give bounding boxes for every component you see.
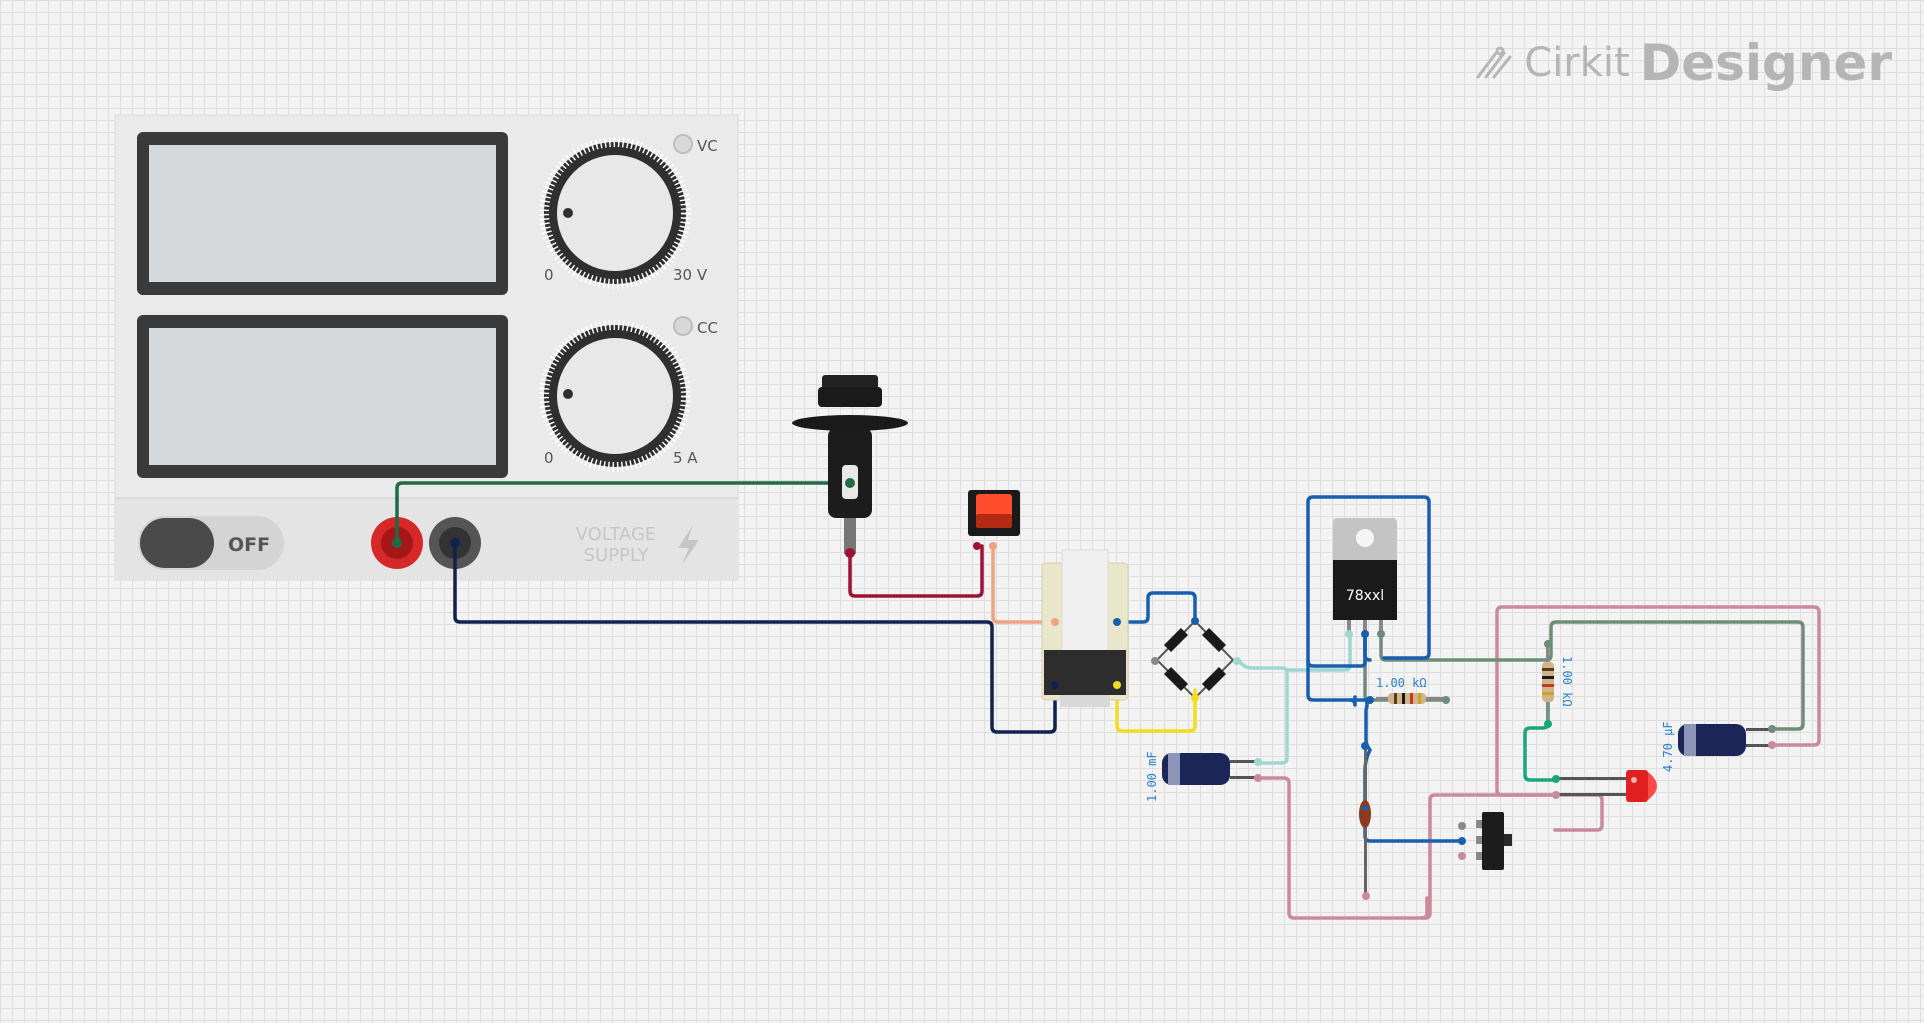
wires [395, 481, 1821, 920]
resistor-1-terminal-2[interactable] [1442, 696, 1450, 704]
transformer-primary-1[interactable] [1051, 618, 1059, 626]
fuse-holder[interactable] [792, 375, 908, 558]
wire-yellow[interactable] [1115, 683, 1197, 733]
potentiometer-terminal-2[interactable] [1362, 892, 1370, 900]
rocker-switch[interactable] [968, 490, 1020, 550]
resistor-1-terminal-1[interactable] [1366, 696, 1374, 704]
diode-4 [1201, 666, 1227, 692]
current-display [149, 328, 496, 465]
wire-pink-loop[interactable] [1495, 605, 1821, 797]
capacitor-2-value: 4.70 µF [1661, 721, 1675, 772]
resistor-1-value: 1.00 kΩ [1376, 676, 1427, 690]
wire-pink-switch[interactable] [1420, 793, 1604, 920]
regulator-label: 78xxl [1346, 588, 1384, 604]
brand-text-supply: SUPPLY [584, 545, 650, 566]
diode-3 [1163, 666, 1189, 692]
wire-green[interactable] [395, 481, 852, 545]
capacitor-2-negative[interactable] [1768, 741, 1776, 749]
regulator-adjust-pin[interactable] [1361, 630, 1369, 638]
bridge-terminal-ac2[interactable] [1191, 694, 1199, 702]
potentiometer-terminal-1[interactable] [1361, 742, 1369, 750]
red-led[interactable] [1552, 770, 1657, 802]
resistor-2-terminal-1[interactable] [1544, 640, 1552, 648]
diode-1 [1163, 627, 1189, 653]
resistor-1[interactable]: 1.00 kΩ [1366, 676, 1450, 704]
vc-indicator-led [673, 134, 693, 154]
dc-power-supply[interactable]: VC CC 0 30 V 0 5 A OFF VOLTAGE SUPPLY [114, 114, 739, 581]
current-min-label: 0 [544, 449, 554, 467]
wire-blue-bridge-in[interactable] [1115, 591, 1197, 624]
wire-grey-resistor[interactable] [1363, 632, 1448, 702]
bridge-terminal-pos[interactable] [1233, 657, 1241, 665]
regulator-input-pin[interactable] [1345, 630, 1353, 638]
brand-text-voltage: VOLTAGE [576, 524, 657, 545]
brand-name-designer: Designer [1639, 34, 1892, 92]
bridge-rectifier[interactable] [1151, 617, 1241, 702]
wire-grey-output[interactable] [1379, 620, 1805, 731]
fuse-terminal-2[interactable] [845, 548, 855, 558]
led-cathode[interactable] [1552, 791, 1560, 799]
capacitor-1-value: 1.00 mF [1145, 751, 1159, 802]
power-switch-label: OFF [228, 534, 270, 556]
slide-switch[interactable] [1458, 812, 1512, 870]
slide-switch-common[interactable] [1458, 837, 1466, 845]
resistor-2-value: 1.00 kΩ [1560, 656, 1574, 707]
potentiometer[interactable] [1359, 742, 1371, 900]
negative-terminal-pin[interactable] [450, 538, 460, 548]
led-anode[interactable] [1552, 775, 1560, 783]
brand-name-cirkit: Cirkit [1524, 40, 1630, 86]
wire-cyan-bridge-out[interactable] [1238, 660, 1289, 765]
capacitor-2-positive[interactable] [1768, 725, 1776, 733]
capacitor-1[interactable]: 1.00 mF [1145, 751, 1262, 802]
lightning-icon [678, 525, 699, 565]
rocker-switch-terminal-2[interactable] [989, 542, 997, 550]
fuse-terminal-1[interactable] [845, 478, 855, 488]
transformer-secondary-2[interactable] [1113, 681, 1121, 689]
diode-2 [1201, 627, 1227, 653]
resistor-2[interactable]: 1.00 kΩ [1542, 640, 1574, 728]
voltage-display [149, 145, 496, 282]
slide-switch-terminal-b[interactable] [1458, 852, 1466, 860]
transformer-secondary-1[interactable] [1113, 618, 1121, 626]
cc-label: CC [697, 319, 718, 337]
power-toggle-switch[interactable]: OFF [138, 516, 284, 570]
transformer[interactable] [1041, 549, 1129, 707]
current-knob[interactable] [539, 320, 691, 472]
regulator-output-pin[interactable] [1377, 630, 1385, 638]
bridge-terminal-ac1[interactable] [1191, 617, 1199, 625]
wire-pink-ground[interactable] [1256, 776, 1429, 920]
current-max-label: 5 A [673, 449, 698, 467]
capacitor-2[interactable]: 4.70 µF [1661, 721, 1776, 772]
positive-terminal-pin[interactable] [392, 538, 402, 548]
rocker-switch-terminal-1[interactable] [973, 542, 981, 550]
cc-indicator-led [673, 316, 693, 336]
bridge-terminal-neg[interactable] [1151, 657, 1159, 665]
cirkit-designer-logo: Cirkit Designer [1474, 34, 1892, 92]
voltage-max-label: 30 V [673, 266, 708, 284]
cirkit-logo-icon [1476, 46, 1512, 79]
slide-switch-terminal-a[interactable] [1458, 822, 1466, 830]
capacitor-1-positive[interactable] [1254, 758, 1262, 766]
capacitor-1-negative[interactable] [1254, 774, 1262, 782]
voltage-knob[interactable] [539, 137, 691, 289]
resistor-2-terminal-2[interactable] [1544, 720, 1552, 728]
wire-crimson[interactable] [848, 544, 984, 598]
transformer-primary-2[interactable] [1051, 681, 1059, 689]
voltage-min-label: 0 [544, 266, 554, 284]
wire-salmon[interactable] [991, 544, 1057, 624]
voltage-regulator[interactable]: 78xxl [1333, 518, 1397, 638]
vc-label: VC [697, 137, 718, 155]
wire-navy[interactable] [453, 541, 1057, 734]
wire-blue-regulator-loop[interactable] [1306, 495, 1431, 668]
